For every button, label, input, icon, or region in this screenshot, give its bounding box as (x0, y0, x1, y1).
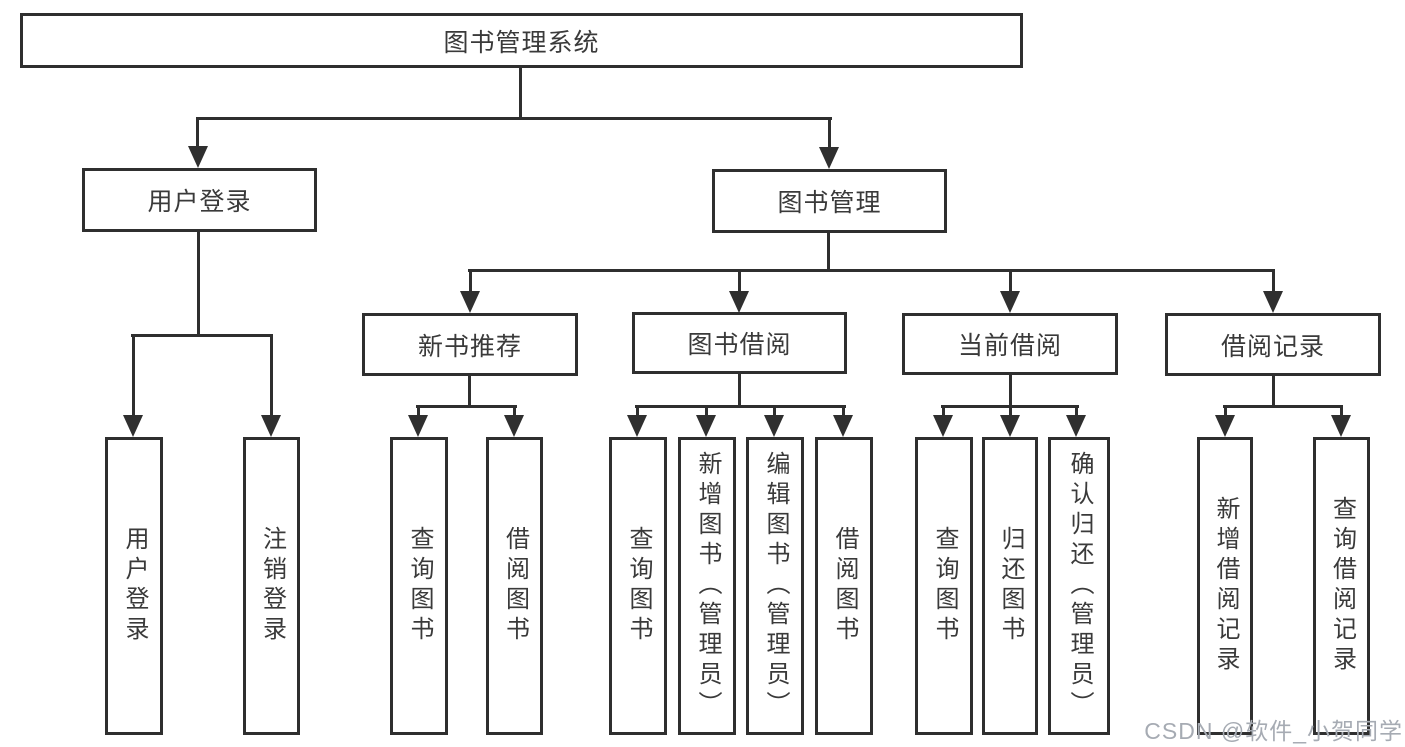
leaf-nbr-query-books: 查询图书 (390, 437, 448, 735)
leaf-cb-return-books-label: 归还图书 (997, 526, 1024, 646)
connector-drop-user-login (196, 117, 199, 147)
leaf-cb-confirm-return-admin-label: 确认归还（管理员） (1066, 451, 1093, 721)
leaf-user-login-label: 用户登录 (121, 526, 148, 646)
leaf-cb-query-books-label: 查询图书 (931, 526, 958, 646)
connector-drop-leaf-user-login (132, 334, 135, 416)
node-current-borrow-label: 当前借阅 (957, 332, 1062, 360)
node-user-login: 用户登录 (82, 168, 317, 232)
connector-drop-nbr-borrow (513, 405, 516, 416)
connector-bookmgmt-stem (827, 233, 830, 272)
leaf-bb-query-books: 查询图书 (609, 437, 667, 735)
connector-drop-br-add (1224, 405, 1227, 416)
arrowhead-book-management (819, 147, 839, 169)
connector-userlogin-stem (197, 232, 200, 336)
leaf-logout-label: 注销登录 (258, 526, 286, 646)
leaf-bb-add-books-admin-label: 新增图书（管理员） (694, 451, 721, 721)
leaf-nbr-borrow-books: 借阅图书 (486, 437, 543, 735)
leaf-cb-confirm-return-admin: 确认归还（管理员） (1048, 437, 1110, 735)
connector-drop-bb-add (705, 405, 708, 416)
arrowhead-leaf-user-login (123, 415, 143, 437)
leaf-bb-borrow-books: 借阅图书 (815, 437, 873, 735)
connector-drop-cb-query (942, 405, 945, 416)
arrowhead-nbr-query (408, 415, 428, 437)
node-root-label: 图书管理系统 (443, 28, 600, 57)
arrowhead-leaf-logout (261, 415, 281, 437)
node-book-management-label: 图书管理 (777, 189, 882, 217)
leaf-br-query-record: 查询借阅记录 (1313, 437, 1370, 735)
arrowhead-bb-borrow (833, 415, 853, 437)
connector-drop-current-borrow (1009, 269, 1012, 291)
connector-drop-bb-edit (773, 405, 776, 416)
arrowhead-user-login (188, 146, 208, 168)
connector-nbr-stem (468, 375, 471, 408)
connector-bb-cross (635, 405, 846, 408)
leaf-cb-query-books: 查询图书 (915, 437, 973, 735)
connector-drop-cb-return (1009, 405, 1012, 416)
connector-drop-nbr-query (417, 405, 420, 416)
arrowhead-borrow-records (1263, 291, 1283, 313)
leaf-nbr-query-books-label: 查询图书 (406, 526, 433, 646)
arrowhead-current-borrow (1000, 291, 1020, 313)
arrowhead-bb-query (627, 415, 647, 437)
arrowhead-bb-edit (764, 415, 784, 437)
node-book-borrow-label: 图书借阅 (687, 331, 792, 359)
connector-drop-cb-confirm (1075, 405, 1078, 416)
leaf-bb-edit-books-admin: 编辑图书（管理员） (746, 437, 804, 735)
node-current-borrow: 当前借阅 (902, 313, 1118, 375)
arrowhead-cb-return (1000, 415, 1020, 437)
leaf-br-add-record-label: 新增借阅记录 (1212, 496, 1239, 676)
connector-bookmgmt-cross (468, 269, 1275, 272)
connector-drop-new-book (469, 269, 472, 291)
watermark: CSDN @软件_小贺同学 (1144, 718, 1403, 744)
connector-drop-bb-query (636, 405, 639, 416)
connector-cb-stem (1009, 375, 1012, 408)
connector-root-cross (196, 117, 832, 120)
connector-br-cross (1223, 405, 1343, 408)
leaf-bb-query-books-label: 查询图书 (625, 526, 652, 646)
connector-drop-book-management (828, 117, 831, 148)
connector-root-stem (519, 66, 522, 119)
node-borrow-records: 借阅记录 (1165, 313, 1381, 376)
leaf-bb-borrow-books-label: 借阅图书 (831, 526, 858, 646)
leaf-user-login: 用户登录 (105, 437, 163, 735)
node-new-book-recommend-label: 新书推荐 (417, 332, 522, 361)
connector-nbr-cross (416, 405, 517, 408)
connector-br-stem (1272, 376, 1275, 408)
connector-drop-leaf-logout (270, 334, 273, 416)
node-book-management: 图书管理 (712, 169, 947, 233)
connector-drop-borrow-records (1272, 269, 1275, 291)
node-book-borrow: 图书借阅 (632, 312, 847, 374)
arrowhead-bb-add (696, 415, 716, 437)
connector-drop-br-query (1340, 405, 1343, 416)
leaf-br-add-record: 新增借阅记录 (1197, 437, 1253, 735)
connector-drop-book-borrow (738, 269, 741, 291)
connector-userlogin-cross (131, 334, 273, 337)
connector-drop-bb-borrow (842, 405, 845, 416)
leaf-bb-add-books-admin: 新增图书（管理员） (678, 437, 736, 735)
node-borrow-records-label: 借阅记录 (1220, 332, 1325, 361)
arrowhead-nbr-borrow (504, 415, 524, 437)
node-user-login-label: 用户登录 (147, 188, 252, 216)
arrowhead-br-add (1215, 415, 1235, 437)
arrowhead-br-query (1331, 415, 1351, 437)
arrowhead-book-borrow (729, 291, 749, 313)
node-new-book-recommend: 新书推荐 (362, 313, 578, 376)
leaf-logout: 注销登录 (243, 437, 300, 735)
leaf-br-query-record-label: 查询借阅记录 (1328, 496, 1356, 676)
leaf-cb-return-books: 归还图书 (982, 437, 1038, 735)
node-root: 图书管理系统 (20, 13, 1023, 68)
leaf-bb-edit-books-admin-label: 编辑图书（管理员） (762, 451, 789, 721)
arrowhead-new-book (460, 291, 480, 313)
arrowhead-cb-confirm (1066, 415, 1086, 437)
leaf-nbr-borrow-books-label: 借阅图书 (501, 526, 529, 646)
arrowhead-cb-query (933, 415, 953, 437)
connector-bb-stem (738, 374, 741, 408)
